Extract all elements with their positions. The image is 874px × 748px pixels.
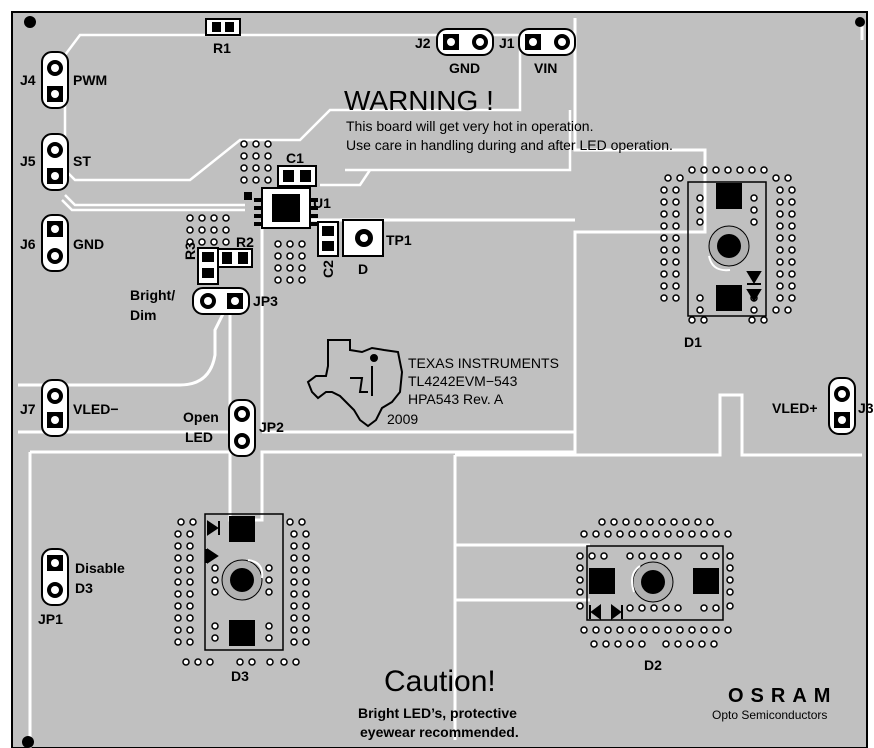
- j2-net-label: GND: [449, 60, 481, 76]
- j4-header: [41, 51, 69, 109]
- d3-polarity-mark: [205, 520, 220, 564]
- j6-label: J6: [20, 236, 36, 252]
- d2-label: D2: [644, 657, 662, 673]
- osram-brand: OSRAM: [728, 685, 838, 707]
- j5-header: [41, 133, 69, 191]
- j3-header: [828, 377, 856, 435]
- ti-company: TEXAS INSTRUMENTS: [408, 355, 559, 371]
- r3-label: R3: [182, 242, 198, 260]
- j4-label: J4: [20, 72, 36, 88]
- warning-line-2: Use care in handling during and after LE…: [346, 137, 673, 153]
- r2-footprint: [217, 248, 253, 268]
- j2-label: J2: [415, 35, 431, 51]
- d-label: D: [358, 261, 369, 277]
- jp1-header: [41, 548, 69, 606]
- osram-sub: Opto Semiconductors: [712, 708, 828, 722]
- c2-label: C2: [320, 260, 336, 278]
- j4-net-label: PWM: [73, 72, 108, 88]
- warning-title: WARNING !: [344, 85, 494, 116]
- caution-title: Caution!: [384, 665, 496, 698]
- c2-footprint: [317, 221, 339, 257]
- jp2-label-line2: LED: [185, 429, 213, 445]
- d3-label: D3: [231, 668, 249, 684]
- d3-vias: [174, 518, 310, 666]
- j5-net-label: ST: [73, 153, 91, 169]
- jp3-label-line1: Bright/: [130, 287, 176, 303]
- j3-label: J3: [858, 400, 874, 416]
- ti-revision: HPA543 Rev. A: [408, 391, 504, 407]
- jp3-header: [192, 287, 250, 315]
- ti-board: TL4242EVM−543: [408, 373, 518, 389]
- d1-led-footprint: [687, 181, 767, 317]
- ti-year: 2009: [387, 411, 419, 427]
- j7-label: J7: [20, 401, 36, 417]
- caution-line-2: eyewear recommended.: [360, 724, 519, 740]
- j7-header: [41, 379, 69, 437]
- j7-net-label: VLED−: [73, 401, 119, 417]
- board-outline: [11, 11, 868, 748]
- j1-header: [518, 28, 576, 56]
- d2-polarity-mark: [589, 604, 623, 620]
- j1-label: J1: [499, 35, 515, 51]
- jp1-label-line1: Disable: [75, 560, 125, 576]
- u1-label: U1: [313, 195, 331, 211]
- via-array-u1: [186, 140, 306, 284]
- d2-led-footprint: [586, 545, 724, 621]
- jp2-label-line1: Open: [183, 409, 219, 425]
- u1-footprint: [244, 187, 318, 229]
- r2-label: R2: [236, 234, 254, 250]
- j3-net-label: VLED+: [772, 400, 818, 416]
- jp3-label: JP3: [253, 293, 278, 309]
- j6-header: [41, 214, 69, 272]
- tp1-label: TP1: [386, 232, 412, 248]
- j1-net-label: VIN: [534, 60, 558, 76]
- c1-footprint: [277, 165, 317, 187]
- jp1-label-line2: D3: [75, 580, 93, 596]
- warning-line-1: This board will get very hot in operatio…: [346, 118, 594, 134]
- d1-label: D1: [684, 334, 702, 350]
- d3-led-footprint: [204, 513, 284, 651]
- c1-label: C1: [286, 150, 304, 166]
- caution-line-1: Bright LED’s, protective: [358, 705, 517, 721]
- j2-header: [436, 28, 494, 56]
- r1-footprint: [205, 18, 241, 36]
- j6-net-label: GND: [73, 236, 105, 252]
- jp2-label: JP2: [259, 419, 284, 435]
- r1-label: R1: [213, 40, 231, 56]
- traces: [61, 33, 572, 212]
- r3-footprint: [197, 247, 219, 285]
- d1-vias: [660, 166, 796, 324]
- d1-polarity-mark: [746, 271, 762, 302]
- d-footprint: [342, 219, 384, 257]
- jp1-label: JP1: [38, 611, 63, 627]
- j5-label: J5: [20, 153, 36, 169]
- jp3-label-line2: Dim: [130, 307, 157, 323]
- ti-logo: [306, 339, 404, 428]
- d2-vias: [576, 518, 734, 648]
- jp2-header: [228, 399, 256, 457]
